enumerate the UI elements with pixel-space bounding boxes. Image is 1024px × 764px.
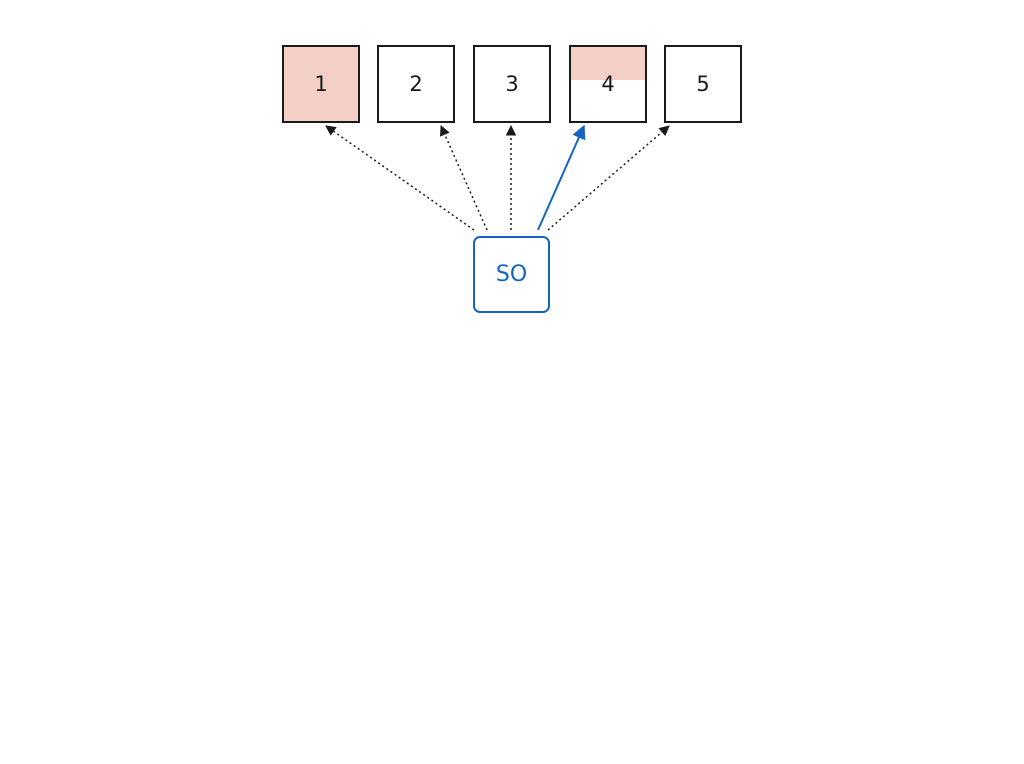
slot-4-fill (571, 47, 645, 81)
slot-1-fill (284, 47, 358, 121)
slot-2-label: 2 (409, 72, 423, 96)
slot-5: 5 (664, 45, 742, 123)
slot-4: 4 (569, 45, 647, 123)
slot-4-label: 4 (601, 72, 615, 96)
arrow-to-slot-1 (325, 125, 475, 231)
slot-1-label: 1 (314, 72, 328, 96)
arrow-to-slot-5 (547, 125, 670, 231)
so-node: SO (473, 236, 550, 313)
arrow-to-slot-4 (537, 124, 586, 231)
slot-1: 1 (282, 45, 360, 123)
slot-2: 2 (377, 45, 455, 123)
arrow-to-slot-2 (440, 125, 488, 231)
slot-3: 3 (473, 45, 551, 123)
so-label: SO (495, 262, 528, 287)
slot-5-label: 5 (696, 72, 710, 96)
slot-3-label: 3 (505, 72, 519, 96)
